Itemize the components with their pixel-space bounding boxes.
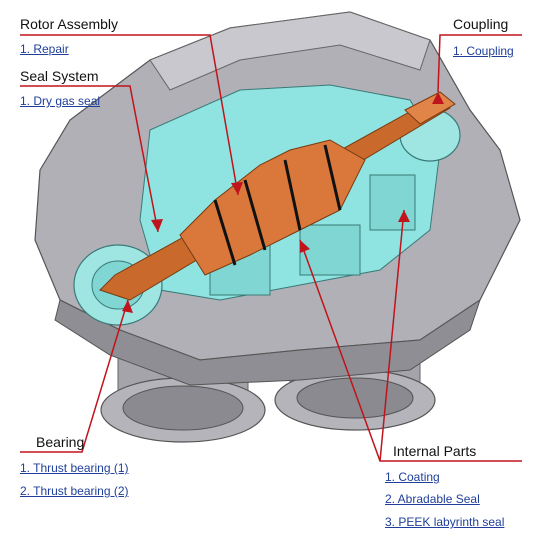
rotor-repair-link[interactable]: 1. Repair — [20, 42, 69, 56]
coupling-title: Coupling — [453, 16, 509, 32]
abradable-seal-link[interactable]: 2. Abradable Seal — [385, 492, 480, 506]
leader-lines — [20, 34, 522, 462]
rotor-leader — [20, 34, 239, 196]
leader-arrowheads — [122, 92, 444, 313]
internal-leader-2 — [379, 209, 405, 462]
coupling-leader — [437, 34, 522, 93]
coating-link[interactable]: 1. Coating — [385, 470, 440, 484]
peek-labyrinth-seal-link[interactable]: 3. PEEK labyrinth seal — [385, 515, 505, 529]
rotor-assembly-title: Rotor Assembly — [20, 16, 119, 32]
seal-system-title: Seal System — [20, 68, 99, 84]
thrust-bearing-2-link[interactable]: 2. Thrust bearing (2) — [20, 484, 129, 498]
dry-gas-seal-link[interactable]: 1. Dry gas seal — [20, 94, 101, 108]
coupling-link[interactable]: 1. Coupling — [453, 44, 514, 58]
bearing-title: Bearing — [36, 434, 85, 450]
rotor-shaft — [99, 91, 456, 301]
thrust-bearing-1-link[interactable]: 1. Thrust bearing (1) — [20, 461, 129, 475]
bearing-leader — [20, 299, 129, 453]
seal-leader — [20, 85, 159, 233]
internal-parts-title: Internal Parts — [393, 443, 477, 459]
